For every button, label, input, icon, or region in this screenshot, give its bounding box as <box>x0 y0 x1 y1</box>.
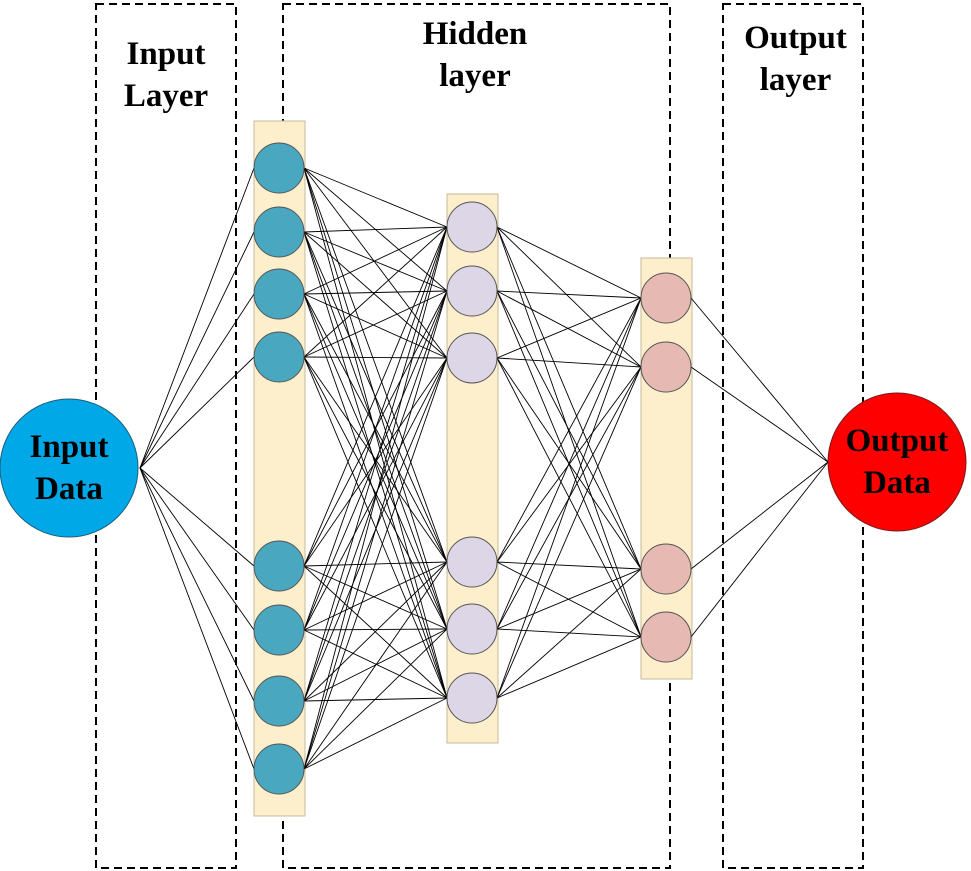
edge-input-to-hidden-1 <box>139 167 255 469</box>
edge-hidden-1-to-hidden-2 <box>303 357 448 567</box>
edge-input-to-hidden-1 <box>139 467 255 702</box>
hidden-2-node-4 <box>446 536 498 588</box>
edge-hidden-1-to-hidden-2 <box>303 356 448 699</box>
hidden-3-column <box>640 257 693 680</box>
edge-hidden-1-to-hidden-2 <box>303 167 448 359</box>
edge-hidden-1-to-hidden-2 <box>303 226 448 631</box>
edge-hidden-2-to-hidden-3 <box>496 568 642 630</box>
edge-hidden-2-to-hidden-3 <box>496 366 642 699</box>
hidden-1-node-5 <box>253 540 305 592</box>
hidden-2-node-1 <box>446 201 498 253</box>
output-data-node <box>827 392 967 532</box>
edge-hidden-1-to-hidden-2 <box>303 231 448 292</box>
edge-hidden-2-to-hidden-3 <box>496 290 642 368</box>
edge-hidden-1-to-hidden-2 <box>303 356 448 630</box>
edge-hidden-2-to-hidden-3 <box>496 561 642 570</box>
edge-input-to-hidden-1 <box>139 231 255 469</box>
hidden-1-node-2 <box>253 206 305 258</box>
hidden-3-node-2 <box>640 341 692 393</box>
edge-hidden-2-to-hidden-3 <box>496 226 642 570</box>
edge-input-to-hidden-1 <box>139 293 255 469</box>
hidden-3-node-3 <box>640 543 692 595</box>
edge-input-to-hidden-1 <box>139 467 255 631</box>
edge-hidden-2-to-hidden-3 <box>496 290 642 299</box>
edge-hidden-1-to-hidden-2 <box>303 628 448 631</box>
hidden-3-node-1 <box>640 272 692 324</box>
edge-input-to-hidden-1 <box>139 356 255 469</box>
hidden-1-node-8 <box>253 743 305 795</box>
edge-hidden-1-to-hidden-2 <box>303 565 448 630</box>
edge-hidden-1-to-hidden-2 <box>303 561 448 702</box>
edge-input-to-hidden-1 <box>139 467 255 567</box>
edge-hidden-2-to-hidden-3 <box>496 297 642 359</box>
input-data-label: Input Data <box>29 429 109 507</box>
edge-hidden-1-to-hidden-2 <box>303 226 448 295</box>
hidden-2-node-2 <box>446 265 498 317</box>
edge-hidden-2-to-hidden-3 <box>496 297 642 699</box>
edge-hidden-1-to-hidden-2 <box>303 226 448 702</box>
edge-hidden-1-to-hidden-2 <box>303 290 448 358</box>
edge-hidden-1-to-hidden-2 <box>303 697 448 770</box>
edge-hidden-1-to-hidden-2 <box>303 290 448 770</box>
edge-hidden-1-to-hidden-2 <box>303 226 448 567</box>
edge-hidden-1-to-hidden-2 <box>303 290 448 631</box>
edge-hidden-2-to-hidden-3 <box>496 568 642 699</box>
edge-input-to-hidden-1 <box>139 467 255 770</box>
edge-hidden-1-to-hidden-2 <box>303 231 448 359</box>
edge-hidden-3-to-output <box>690 297 829 463</box>
edge-hidden-3-to-output <box>690 461 829 638</box>
edge-hidden-2-to-hidden-3 <box>496 226 642 638</box>
hidden-1-node-3 <box>253 268 305 320</box>
edge-hidden-1-to-hidden-2 <box>303 628 448 770</box>
hidden-2-node-5 <box>446 603 498 655</box>
edge-hidden-2-to-hidden-3 <box>496 226 642 368</box>
edge-hidden-2-to-hidden-3 <box>496 357 642 368</box>
input-data-node <box>0 398 139 538</box>
edge-hidden-1-to-hidden-2 <box>303 226 448 358</box>
hidden-1-node-1 <box>253 142 305 194</box>
output-layer-title: Output layer <box>744 20 847 98</box>
edge-hidden-1-to-hidden-2 <box>303 167 448 228</box>
edge-hidden-1-to-hidden-2 <box>303 561 448 770</box>
hidden-1-node-6 <box>253 604 305 656</box>
edge-hidden-1-to-hidden-2 <box>303 357 448 631</box>
edge-hidden-2-to-hidden-3 <box>496 226 642 299</box>
output-data-label: Output Data <box>845 423 949 501</box>
edge-hidden-1-to-hidden-2 <box>303 290 448 702</box>
edge-hidden-2-to-hidden-3 <box>496 297 642 563</box>
input-layer-title: Input Layer <box>123 36 209 114</box>
edge-hidden-3-to-output <box>690 461 829 570</box>
edge-hidden-2-to-hidden-3 <box>496 636 642 699</box>
edge-hidden-3-to-output <box>690 366 829 463</box>
edge-hidden-1-to-hidden-2 <box>303 629 448 699</box>
edge-hidden-2-to-hidden-3 <box>496 297 642 630</box>
hidden-layer-title: Hidden layer <box>422 16 528 94</box>
edge-hidden-1-to-hidden-2 <box>303 293 448 359</box>
hidden-2-node-6 <box>446 672 498 724</box>
edge-hidden-1-to-hidden-2 <box>303 226 448 770</box>
connection-edges <box>139 167 829 770</box>
edge-hidden-1-to-hidden-2 <box>303 226 448 233</box>
neuron-nodes <box>253 142 692 795</box>
hidden-1-node-7 <box>253 675 305 727</box>
edge-hidden-2-to-hidden-3 <box>496 561 642 638</box>
hidden-1-node-4 <box>253 331 305 383</box>
edge-hidden-1-to-hidden-2 <box>303 167 448 699</box>
hidden-3-node-4 <box>640 611 692 663</box>
edge-hidden-1-to-hidden-2 <box>303 356 448 359</box>
edge-hidden-1-to-hidden-2 <box>303 167 448 563</box>
edge-hidden-1-to-hidden-2 <box>303 561 448 631</box>
hidden-2-node-3 <box>446 332 498 384</box>
edge-hidden-1-to-hidden-2 <box>303 167 448 630</box>
edge-hidden-1-to-hidden-2 <box>303 357 448 770</box>
